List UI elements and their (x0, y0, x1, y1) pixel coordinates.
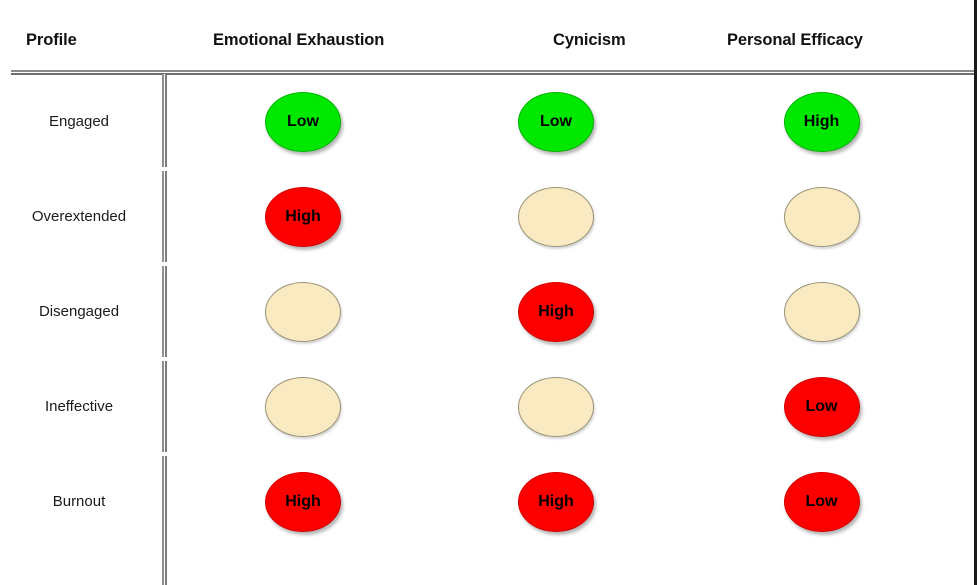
status-ellipse-bad: Low (783, 471, 860, 532)
column-header-personal-efficacy: Personal Efficacy (727, 31, 863, 49)
row-label-disengaged: Disengaged (38, 303, 120, 320)
table-row: Ineffective Low (0, 359, 974, 454)
row-label-burnout: Burnout (52, 493, 106, 510)
status-badge: High (538, 492, 574, 510)
status-ellipse-low-good: Low (265, 91, 341, 152)
table-cell (198, 264, 408, 359)
status-ellipse-neutral (265, 376, 341, 437)
column-divider-line (162, 74, 167, 585)
table-row: Burnout High High Low (0, 454, 974, 549)
divider-gap (162, 357, 167, 361)
status-badge: Low (287, 112, 319, 130)
status-badge: High (538, 302, 574, 320)
status-badge: Low (805, 492, 838, 510)
column-header-cynicism: Cynicism (553, 31, 626, 49)
status-ellipse-bad: High (518, 281, 594, 342)
table-cell: High (198, 454, 408, 549)
header-divider-rule (11, 70, 974, 75)
table-cell: High (734, 74, 909, 169)
row-cells: High High Low (167, 454, 974, 549)
status-ellipse-low-good: Low (518, 91, 594, 152)
table-cell (485, 169, 627, 264)
status-ellipse-neutral (518, 186, 594, 247)
status-ellipse-bad: Low (783, 376, 860, 437)
row-cells: High (167, 264, 974, 359)
divider-gap (162, 452, 167, 456)
row-label-engaged: Engaged (48, 113, 110, 130)
divider-gap (162, 167, 167, 171)
row-label-ineffective: Ineffective (44, 398, 114, 415)
status-ellipse-bad: High (518, 471, 594, 532)
table-header-row: Profile Emotional Exhaustion Cynicism Pe… (0, 0, 974, 75)
status-ellipse-bad: High (265, 186, 341, 247)
table-cell (734, 264, 909, 359)
column-header-profile: Profile (26, 31, 77, 49)
table-cell: Low (198, 74, 408, 169)
row-cells: Low (167, 359, 974, 454)
table-row: Disengaged High (0, 264, 974, 359)
row-cells: Low Low High (167, 74, 974, 169)
status-badge: High (285, 207, 321, 225)
table-row: Engaged Low Low High (0, 74, 974, 169)
status-ellipse-neutral (518, 376, 594, 437)
row-label-overextended: Overextended (31, 208, 127, 225)
status-badge: Low (805, 397, 838, 415)
table-cell: High (198, 169, 408, 264)
table-cell (198, 359, 408, 454)
row-cells: High (167, 169, 974, 264)
status-ellipse-neutral (783, 281, 860, 342)
table-cell: High (485, 454, 627, 549)
status-badge: High (285, 492, 321, 510)
status-badge: Low (540, 112, 572, 130)
status-ellipse-high-good: High (783, 91, 860, 152)
status-ellipse-neutral (783, 186, 860, 247)
divider-gap (162, 262, 167, 266)
status-ellipse-bad: High (265, 471, 341, 532)
table-cell: Low (485, 74, 627, 169)
status-ellipse-neutral (265, 281, 341, 342)
table-cell (485, 359, 627, 454)
table-row: Overextended High (0, 169, 974, 264)
table-cell: Low (734, 359, 909, 454)
table-cell: High (485, 264, 627, 359)
table-cell (734, 169, 909, 264)
table-cell: Low (734, 454, 909, 549)
column-header-emotional-exhaustion: Emotional Exhaustion (213, 31, 385, 49)
status-badge: High (803, 112, 840, 130)
